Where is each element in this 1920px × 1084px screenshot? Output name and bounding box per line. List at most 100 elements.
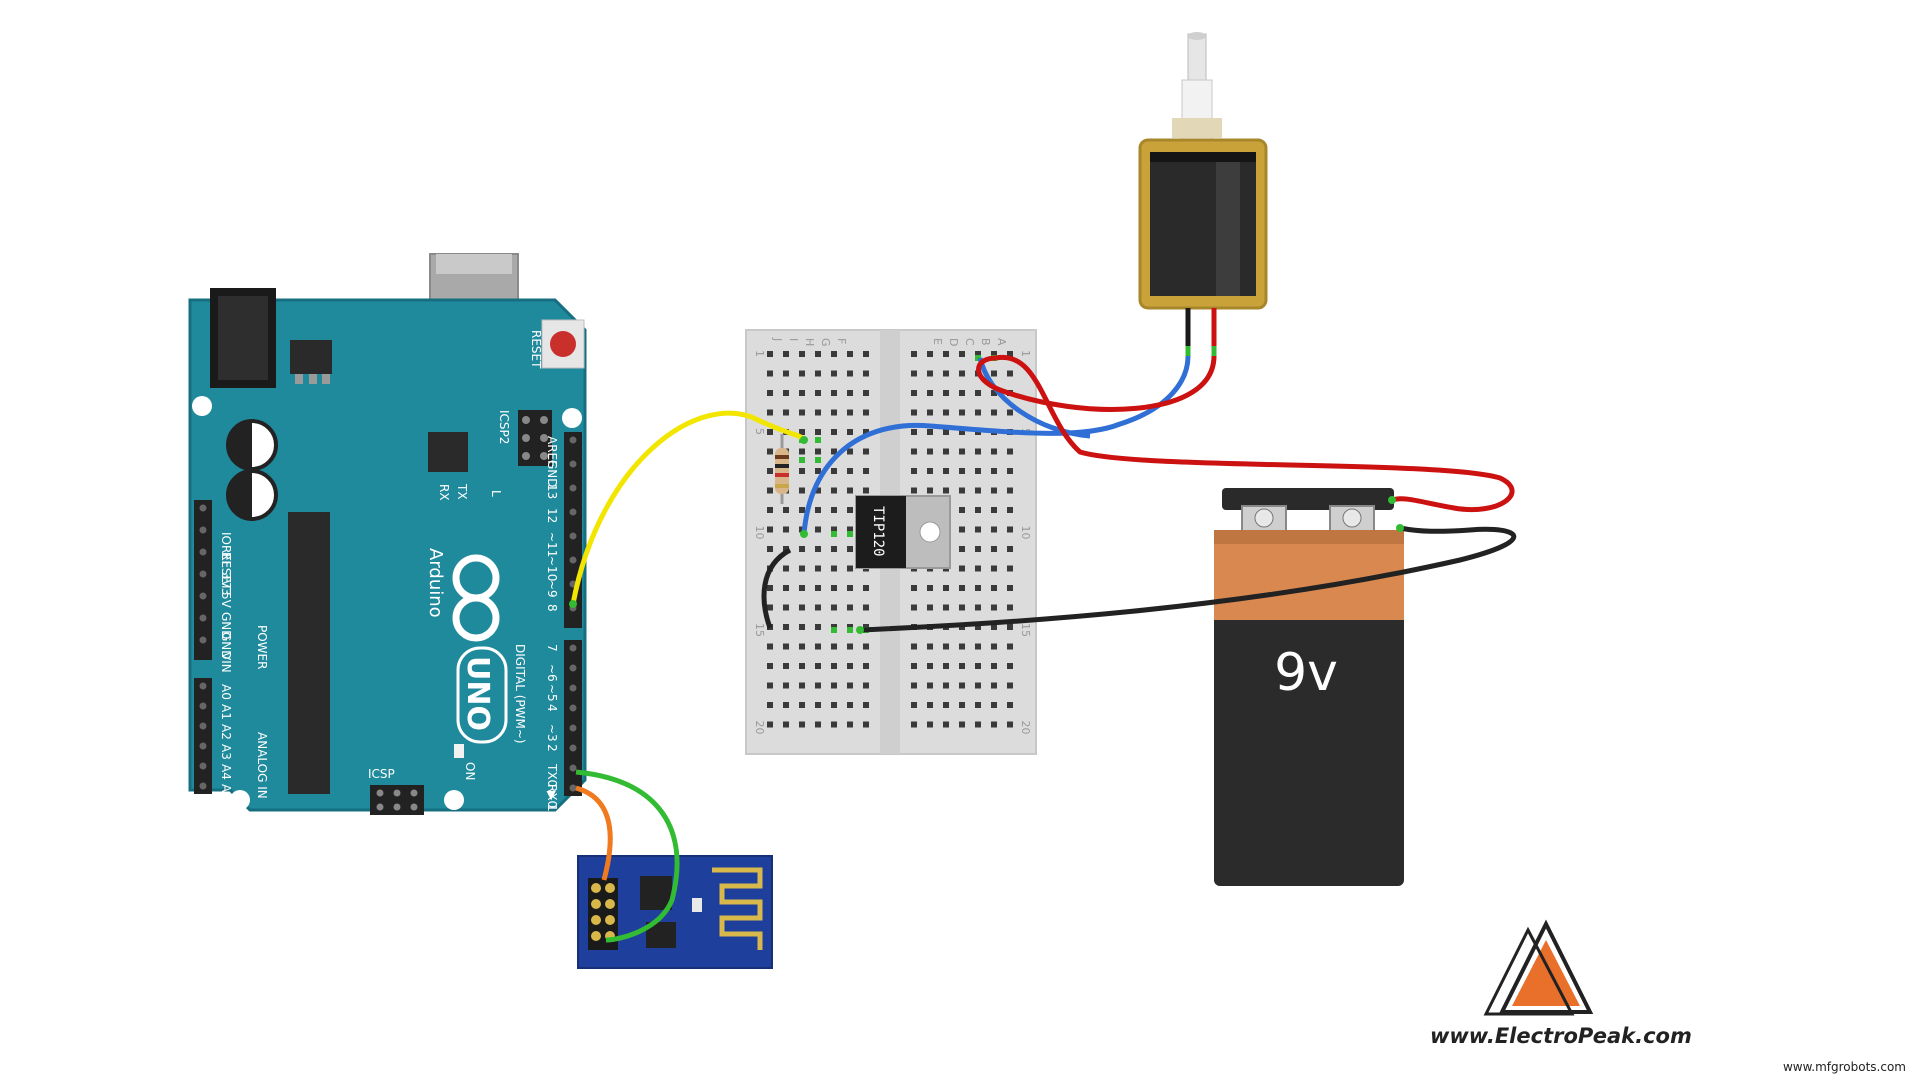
breadboard-hole bbox=[863, 409, 869, 416]
atmega-chip bbox=[288, 512, 330, 794]
breadboard-hole bbox=[927, 409, 933, 416]
power-pin-label: GND bbox=[219, 612, 233, 640]
breadboard-hole bbox=[847, 351, 853, 357]
breadboard-hole bbox=[831, 604, 837, 611]
breadboard-hole bbox=[959, 682, 965, 689]
breadboard-hole bbox=[911, 448, 917, 455]
header-pin bbox=[569, 744, 577, 752]
breadboard-hole bbox=[831, 702, 837, 708]
breadboard-hole bbox=[815, 351, 821, 357]
esp-chip bbox=[640, 876, 672, 910]
uno-badge bbox=[456, 646, 508, 744]
breadboard-hole bbox=[943, 351, 949, 357]
breadboard-hole bbox=[959, 429, 965, 435]
digital-pin-label: 8 bbox=[545, 604, 559, 612]
row-number: 10 bbox=[1019, 526, 1032, 540]
header-pin bbox=[199, 682, 207, 690]
breadboard-hole bbox=[831, 565, 837, 572]
breadboard-hole bbox=[767, 663, 773, 669]
analog-header bbox=[194, 678, 212, 794]
row-letter: I bbox=[787, 338, 800, 341]
header-pin bbox=[199, 570, 207, 578]
breadboard-hole bbox=[815, 702, 821, 708]
breadboard-hole bbox=[863, 721, 869, 728]
breadboard-hole bbox=[783, 370, 789, 377]
header-pin bbox=[569, 460, 577, 468]
breadboard-hole-active bbox=[847, 627, 853, 633]
breadboard-hole bbox=[1007, 604, 1013, 611]
header-pin bbox=[199, 614, 207, 622]
breadboard-hole bbox=[927, 448, 933, 455]
pcb-antenna bbox=[712, 867, 763, 950]
breadboard-hole bbox=[959, 468, 965, 474]
breadboard-hole bbox=[847, 448, 853, 455]
breadboard-hole bbox=[783, 390, 789, 396]
breadboard-hole bbox=[1007, 448, 1013, 455]
header-pin bbox=[569, 484, 577, 492]
breadboard-hole bbox=[847, 468, 853, 474]
breadboard-hole bbox=[863, 585, 869, 591]
row-letter: C bbox=[963, 338, 976, 346]
breadboard-hole bbox=[911, 487, 917, 494]
header-pin bbox=[199, 504, 207, 512]
header-pin bbox=[199, 526, 207, 534]
analog-header-label: ANALOG IN bbox=[255, 732, 269, 799]
mounting-hole bbox=[192, 396, 212, 416]
breadboard-hole bbox=[959, 546, 965, 552]
row-number: 20 bbox=[753, 721, 766, 735]
breadboard-hole bbox=[767, 351, 773, 357]
digital-pin-label: 7 bbox=[545, 644, 559, 652]
breadboard-hole bbox=[975, 468, 981, 474]
breadboard-hole bbox=[783, 643, 789, 650]
breadboard-hole bbox=[847, 663, 853, 669]
battery-label: 9v bbox=[1274, 643, 1338, 703]
breadboard-hole bbox=[863, 429, 869, 435]
wire-orange bbox=[575, 785, 613, 881]
digital-pin-label: ~9 bbox=[545, 580, 559, 598]
breadboard-hole bbox=[1007, 526, 1013, 533]
breadboard-hole bbox=[975, 682, 981, 689]
breadboard-hole bbox=[767, 604, 773, 611]
wire-black-b bbox=[761, 547, 792, 629]
header-pin bbox=[199, 722, 207, 730]
breadboard-hole bbox=[1007, 682, 1013, 689]
breadboard-hole bbox=[943, 390, 949, 396]
breadboard-hole bbox=[783, 663, 789, 669]
breadboard-hole bbox=[975, 390, 981, 396]
breadboard-hole bbox=[831, 643, 837, 650]
digital-pin-label: RX0 ◀ 0 bbox=[545, 784, 559, 833]
breadboard-hole bbox=[911, 409, 917, 416]
breadboard-hole bbox=[799, 351, 805, 357]
breadboard-hole bbox=[847, 409, 853, 416]
breadboard-hole bbox=[991, 546, 997, 552]
breadboard-hole bbox=[1007, 624, 1013, 630]
breadboard-hole bbox=[959, 663, 965, 669]
breadboard-hole bbox=[927, 643, 933, 650]
voltage-regulator bbox=[290, 340, 332, 374]
breadboard-hole bbox=[815, 624, 821, 630]
breadboard-hole bbox=[991, 526, 997, 533]
breadboard-hole bbox=[991, 507, 997, 513]
breadboard-hole bbox=[799, 448, 805, 455]
breadboard-hole bbox=[863, 468, 869, 474]
breadboard-hole bbox=[815, 546, 821, 552]
header-pin bbox=[569, 508, 577, 516]
breadboard-hole bbox=[943, 370, 949, 377]
breadboard-hole bbox=[991, 663, 997, 669]
breadboard-hole bbox=[959, 370, 965, 377]
breadboard-hole bbox=[767, 526, 773, 533]
breadboard-hole bbox=[975, 351, 981, 357]
breadboard-hole bbox=[847, 643, 853, 650]
breadboard-hole bbox=[911, 468, 917, 474]
reset-label: RESET bbox=[529, 330, 543, 369]
breadboard-hole bbox=[943, 409, 949, 416]
row-letter: F bbox=[835, 338, 848, 344]
power-header-label: POWER bbox=[255, 625, 269, 669]
wire-yellow bbox=[570, 410, 807, 605]
breadboard-hole bbox=[799, 585, 805, 591]
row-letter: H bbox=[803, 338, 816, 346]
breadboard-hole bbox=[767, 702, 773, 708]
